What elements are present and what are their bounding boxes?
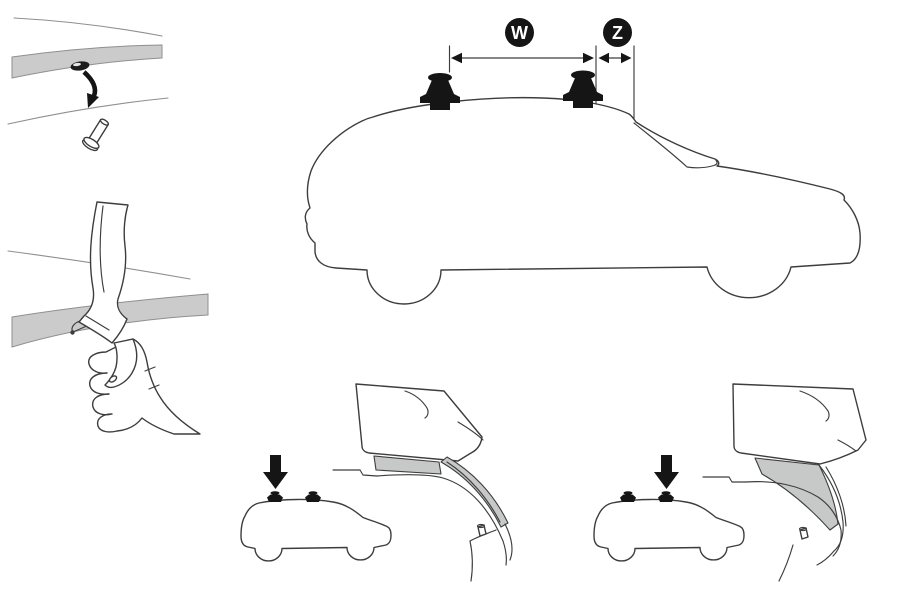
roof-surface-line (7, 97, 169, 125)
frame-pin (798, 526, 809, 540)
clamp-arm (818, 464, 844, 552)
thumbnail (108, 375, 118, 383)
mini-rear-foot (620, 491, 636, 502)
rubber-pad (754, 457, 839, 531)
clamp-body (355, 383, 483, 462)
w-measurement-arrow (451, 52, 594, 64)
thumb (104, 338, 138, 389)
clamp-body (732, 383, 867, 465)
down-arrow-icon (654, 455, 679, 489)
mounting-bracket (71, 201, 129, 344)
cover-plug (81, 118, 110, 152)
z-measurement-badge: Z (603, 18, 632, 47)
car-side-view-diagram (285, 12, 885, 324)
rear-mounting-foot (420, 73, 460, 110)
mini-rear-foot (267, 491, 283, 502)
roof-contour-line (13, 17, 163, 37)
car-outline (304, 96, 861, 305)
mini-car-outline (593, 498, 745, 562)
front-foot-location-thumbnail (593, 455, 745, 562)
bracket-hand-illustration (0, 198, 220, 438)
front-mounting-foot (563, 70, 603, 108)
z-measurement-label: Z (612, 22, 623, 43)
rear-foot-detail-view (332, 383, 513, 582)
mini-car-outline (240, 498, 392, 562)
hand (88, 338, 201, 435)
front-foot-position-group (578, 375, 890, 587)
z-measurement-arrow (598, 52, 632, 64)
clamp-arm (440, 456, 509, 528)
fixpoint-hole (70, 61, 90, 71)
door-frame-edge (745, 481, 842, 557)
rear-foot-location-thumbnail (240, 455, 392, 562)
plug-removal-illustration (0, 0, 200, 180)
width-measurement-label: W (511, 22, 528, 43)
front-foot-detail-view (702, 383, 867, 582)
mini-front-foot (305, 491, 321, 502)
windscreen (633, 122, 718, 169)
down-arrow-icon (263, 455, 288, 489)
door-frame-edge (376, 474, 507, 566)
rear-foot-position-group (225, 375, 535, 587)
mini-front-foot (658, 491, 674, 502)
width-measurement-badge: W (505, 18, 534, 47)
rubber-pad (373, 455, 442, 475)
measurement-lines (448, 45, 635, 120)
roof-trim-strip (11, 44, 163, 79)
frame-pin (476, 523, 487, 537)
down-arrow-icon (82, 70, 99, 108)
